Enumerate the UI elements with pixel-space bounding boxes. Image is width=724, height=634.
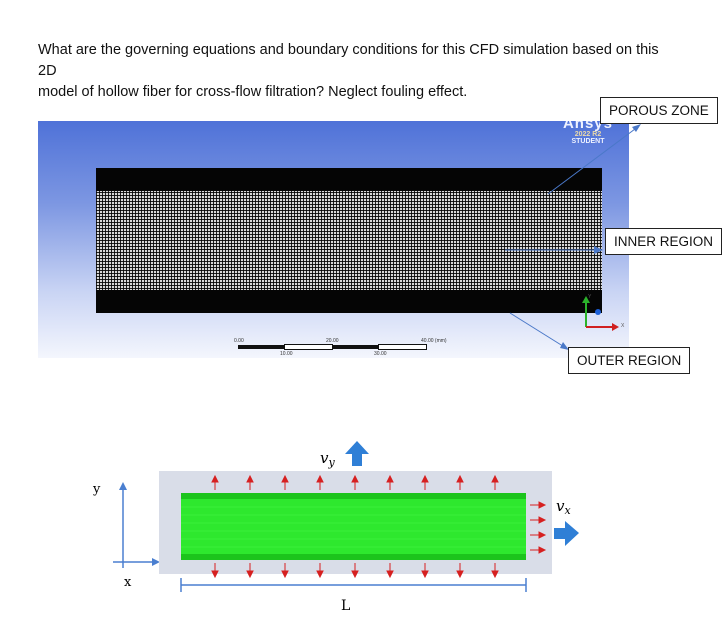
outlet-arrows <box>530 501 547 554</box>
vy-arrow <box>352 453 362 466</box>
scale-segment <box>378 344 427 350</box>
permeate-arrows-top <box>211 474 499 490</box>
callout-porous-zone: POROUS ZONE <box>600 97 718 124</box>
question-line-2: model of hollow fiber for cross-flow fil… <box>38 84 468 100</box>
fiber-mesh-lines <box>181 506 526 548</box>
length-label: L <box>341 598 350 614</box>
scale-tick-label: 20.00 <box>326 338 339 344</box>
watermark-edition: STUDENT <box>571 138 605 145</box>
axis-x-label: x <box>124 575 132 590</box>
permeate-arrows-bottom <box>211 563 499 579</box>
vy-arrow-head <box>345 441 369 454</box>
vy-label: vy <box>320 449 335 469</box>
fiber-region <box>181 493 526 560</box>
fiber-wall-bottom <box>181 554 526 560</box>
scale-bar: 0.00 20.00 40.00 (mm) 10.00 30.00 <box>234 338 474 358</box>
cfd-mesh-view: Ansys 2022 R2 STUDENT 0.00 20.00 40.00 (… <box>38 121 629 358</box>
axis-y-label: y <box>92 482 101 497</box>
fiber-wall-top <box>181 493 526 499</box>
callout-inner-region: INNER REGION <box>605 228 723 255</box>
axis-triad: Y X <box>582 294 625 331</box>
scale-segment <box>284 344 333 350</box>
fiber-mesh <box>96 168 602 313</box>
scale-tick-label: 30.00 <box>374 351 387 357</box>
scale-segment <box>238 345 285 349</box>
ansys-watermark: Ansys 2022 R2 STUDENT <box>563 121 613 145</box>
length-dimension <box>180 578 527 592</box>
triad-x-label: X <box>621 323 625 329</box>
callout-outer-region: OUTER REGION <box>568 347 691 374</box>
porous-zone-band-top <box>96 168 602 191</box>
scale-tick-label: 40.00 (mm) <box>421 338 447 344</box>
question-line-1: What are the governing equations and bou… <box>38 42 659 79</box>
scale-tick-label: 10.00 <box>280 351 293 357</box>
vx-arrow <box>554 528 566 539</box>
porous-zone-band-bottom <box>96 290 602 313</box>
question-text: What are the governing equations and bou… <box>38 40 678 103</box>
watermark-brand: Ansys <box>562 121 613 132</box>
vx-arrow-head <box>565 521 579 546</box>
scale-tick-label: 0.00 <box>234 338 244 344</box>
scale-segment <box>332 345 379 349</box>
vx-label: vx <box>556 497 571 517</box>
watermark-version: 2022 R2 <box>574 131 602 138</box>
triad-y-label: Y <box>588 294 592 300</box>
